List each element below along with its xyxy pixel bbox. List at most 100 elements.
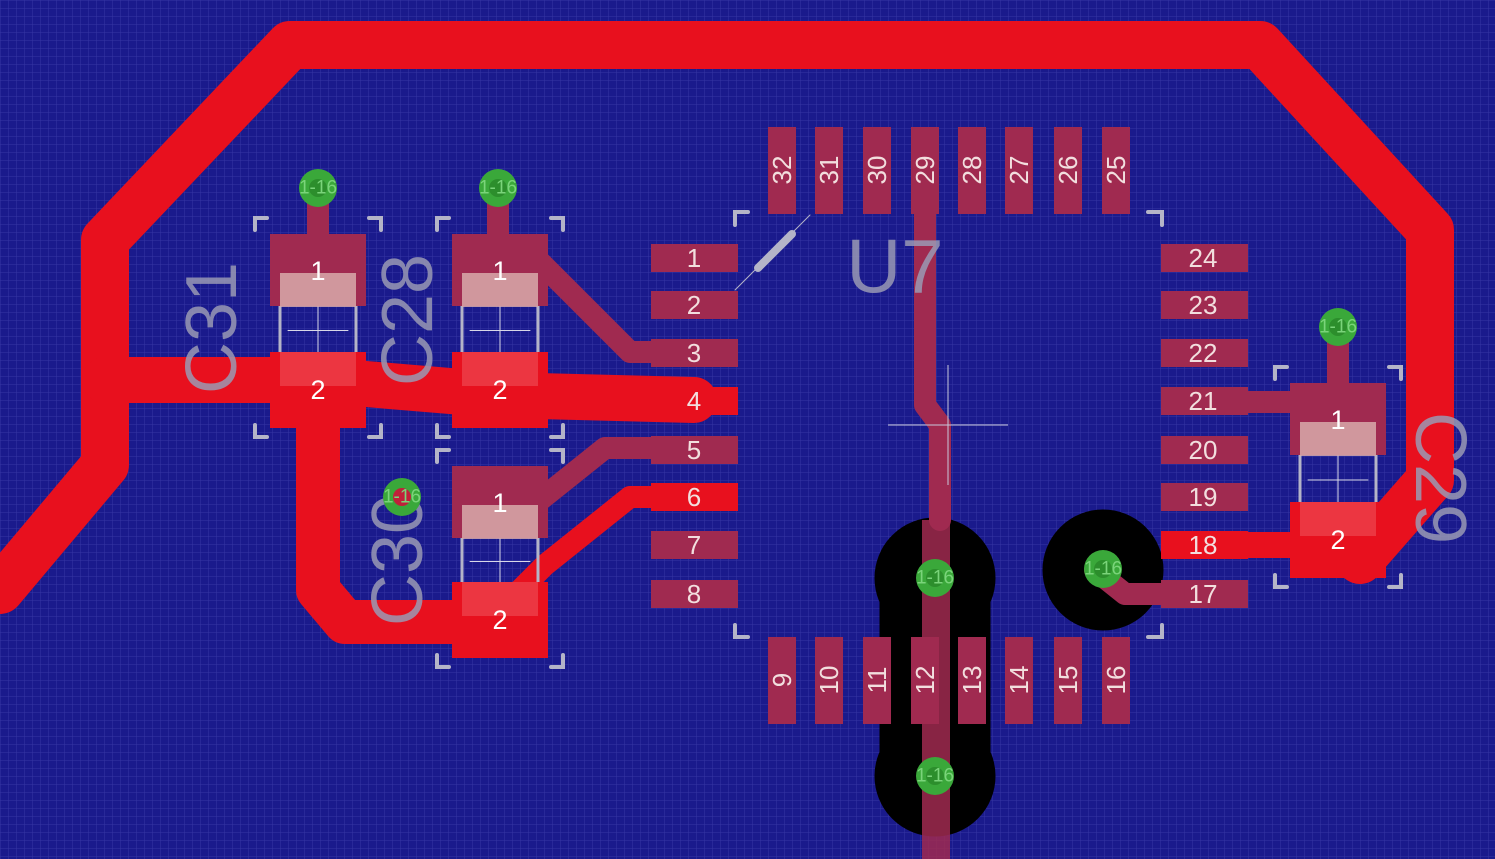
capacitor-c30[interactable]: 12 bbox=[435, 448, 565, 669]
ic-pin-label: 27 bbox=[1004, 156, 1034, 185]
ic-pad-shape bbox=[1102, 637, 1130, 724]
ic-pin-1[interactable]: 1 bbox=[651, 243, 738, 273]
ic-pin-7[interactable]: 7 bbox=[651, 530, 738, 560]
ic-pad-shape bbox=[911, 127, 939, 214]
via-drill bbox=[489, 179, 507, 197]
ic-pin-label: 4 bbox=[687, 386, 701, 416]
ic-pin-25[interactable]: 25 bbox=[1101, 127, 1131, 214]
ic-pin-30[interactable]: 30 bbox=[862, 127, 892, 214]
ic-pin-11[interactable]: 11 bbox=[862, 637, 892, 724]
via[interactable]: 1-16 bbox=[916, 559, 954, 597]
ic-pin-label: 10 bbox=[814, 666, 844, 695]
ic-pad-shape bbox=[863, 637, 891, 724]
ic-pin-label: 30 bbox=[862, 156, 892, 185]
ic-pin-15[interactable]: 15 bbox=[1053, 637, 1083, 724]
via-drill bbox=[1329, 318, 1347, 336]
ic-pin-29[interactable]: 29 bbox=[910, 127, 940, 214]
via-label: 1-16 bbox=[1319, 317, 1357, 338]
capacitor-body-lower bbox=[1300, 502, 1376, 536]
via[interactable]: 1-16 bbox=[383, 478, 421, 516]
ic-pin-label: 24 bbox=[1189, 243, 1218, 273]
ic-pin-23[interactable]: 23 bbox=[1161, 290, 1248, 320]
ic-pin-label: 28 bbox=[957, 156, 987, 185]
ic-pad-shape bbox=[958, 637, 986, 724]
ic-pad-shape bbox=[651, 339, 738, 367]
capacitor-pad-2-label: 2 bbox=[492, 375, 507, 405]
ic-pin-label: 14 bbox=[1004, 666, 1034, 695]
ic-pin-label: 1 bbox=[687, 243, 701, 273]
ic-pin-10[interactable]: 10 bbox=[814, 637, 844, 724]
capacitor-c31[interactable]: 12 bbox=[253, 216, 383, 439]
ic-pin-22[interactable]: 22 bbox=[1161, 338, 1248, 368]
capacitor-c29[interactable]: 12 bbox=[1273, 365, 1403, 589]
ic-pin-27[interactable]: 27 bbox=[1004, 127, 1034, 214]
ic-pin-5[interactable]: 5 bbox=[651, 435, 738, 465]
ic-pin-8[interactable]: 8 bbox=[651, 579, 738, 609]
ic-pin-26[interactable]: 26 bbox=[1053, 127, 1083, 214]
ic-pin-label: 12 bbox=[910, 666, 940, 695]
ic-pin-24[interactable]: 24 bbox=[1161, 243, 1248, 273]
ic-pad-shape bbox=[1161, 436, 1248, 464]
cap-c31-refdes: C31 bbox=[172, 262, 252, 394]
capacitor-body bbox=[462, 273, 538, 307]
capacitor-pad-1-label: 1 bbox=[492, 256, 507, 286]
ic-pad-shape bbox=[651, 531, 738, 559]
ic-pin-label: 3 bbox=[687, 338, 701, 368]
ic-outline bbox=[733, 210, 1164, 639]
via[interactable]: 1-16 bbox=[479, 169, 517, 207]
capacitor-pad-1-label: 1 bbox=[310, 256, 325, 286]
ic-pad-shape bbox=[651, 580, 738, 608]
ic-pad-shape bbox=[1161, 291, 1248, 319]
ic-pad-shape bbox=[1102, 127, 1130, 214]
ic-pin-31[interactable]: 31 bbox=[814, 127, 844, 214]
ic-pin-21[interactable]: 21 bbox=[1161, 386, 1248, 416]
ic-pin-18[interactable]: 18 bbox=[1161, 530, 1248, 560]
via-drill bbox=[1094, 560, 1112, 578]
via[interactable]: 1-16 bbox=[1084, 550, 1122, 588]
ic-pin-label: 22 bbox=[1189, 338, 1218, 368]
ic-pad-shape bbox=[815, 637, 843, 724]
via-group: 1-16 1-16 1-16 1-16 1-16 1-16 1-16 bbox=[299, 169, 1357, 795]
ic-pin-label: 6 bbox=[687, 482, 701, 512]
via-label: 1-16 bbox=[916, 568, 954, 589]
ic-pad-shape bbox=[958, 127, 986, 214]
ic-pin-16[interactable]: 16 bbox=[1101, 637, 1131, 724]
capacitor-body-lower bbox=[462, 352, 538, 386]
ic-pad-shape bbox=[768, 637, 796, 724]
via[interactable]: 1-16 bbox=[299, 169, 337, 207]
ic-pin-17[interactable]: 17 bbox=[1161, 579, 1248, 609]
ic-pin-label: 32 bbox=[767, 156, 797, 185]
via[interactable]: 1-16 bbox=[1319, 308, 1357, 346]
ic-pin-13[interactable]: 13 bbox=[957, 637, 987, 724]
capacitor-body-lower bbox=[280, 352, 356, 386]
ic-pin-19[interactable]: 19 bbox=[1161, 482, 1248, 512]
via[interactable]: 1-16 bbox=[916, 757, 954, 795]
ic-pin-label: 19 bbox=[1189, 482, 1218, 512]
ic-pin-4[interactable]: 4 bbox=[651, 386, 738, 416]
ic-pin-label: 17 bbox=[1189, 579, 1218, 609]
ic-pin-3[interactable]: 3 bbox=[651, 338, 738, 368]
via-drill bbox=[926, 569, 944, 587]
ic-pin-12[interactable]: 12 bbox=[910, 637, 940, 724]
via-label: 1-16 bbox=[916, 766, 954, 787]
ic-pin-28[interactable]: 28 bbox=[957, 127, 987, 214]
ic-pin-14[interactable]: 14 bbox=[1004, 637, 1034, 724]
cap-c28-refdes: C28 bbox=[368, 254, 448, 386]
ic-pad-shape bbox=[768, 127, 796, 214]
ic-pin-6[interactable]: 6 bbox=[651, 482, 738, 512]
ic-pin-20[interactable]: 20 bbox=[1161, 435, 1248, 465]
ic-pin-9[interactable]: 9 bbox=[767, 637, 797, 724]
via-drill bbox=[926, 767, 944, 785]
ic-pin-32[interactable]: 32 bbox=[767, 127, 797, 214]
ic-pin-2[interactable]: 2 bbox=[651, 290, 738, 320]
ic-pad-shape bbox=[1161, 339, 1248, 367]
ic-pad-shape bbox=[1161, 531, 1248, 559]
ic-pin-label: 26 bbox=[1053, 156, 1083, 185]
capacitor-c28[interactable]: 12 bbox=[435, 216, 565, 439]
ic-pad-shape bbox=[863, 127, 891, 214]
ic-refdes: U7 bbox=[846, 225, 943, 310]
ic-pad-shape bbox=[815, 127, 843, 214]
ic-pad-shape bbox=[911, 637, 939, 724]
